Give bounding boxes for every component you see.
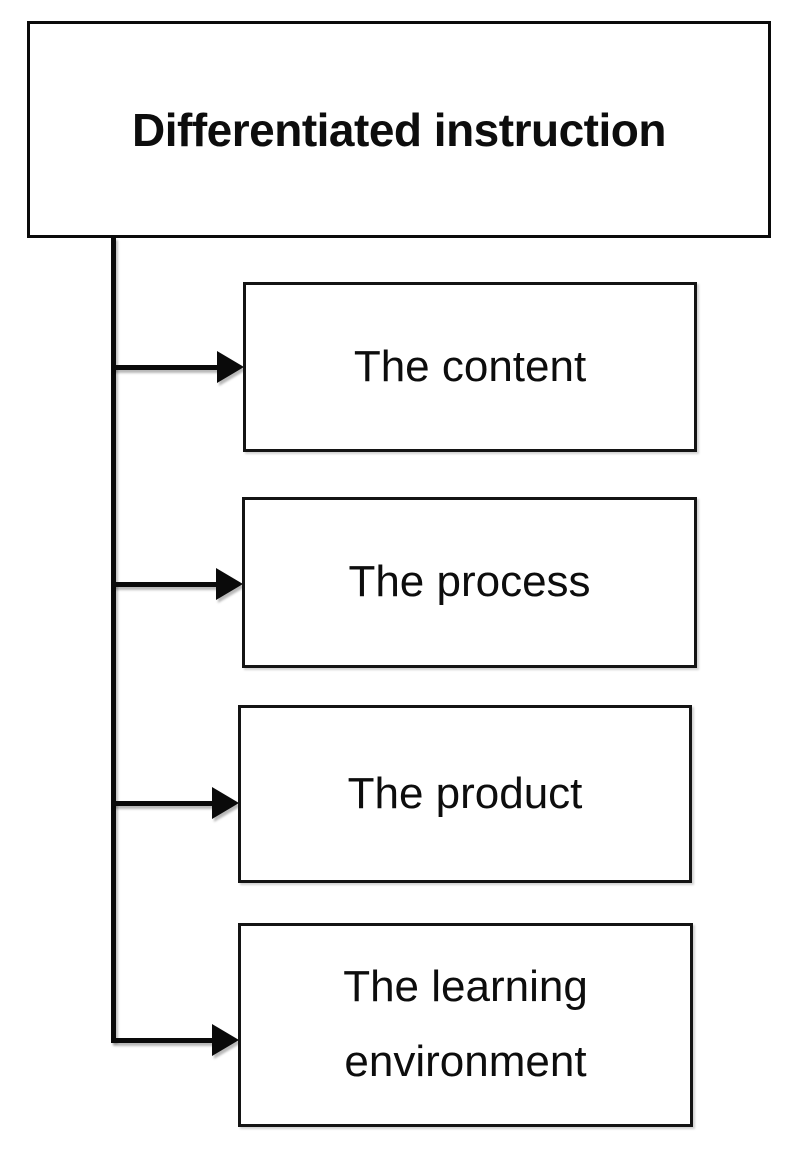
arrowhead-icon <box>216 568 243 600</box>
child-node-label: The learning environment <box>343 962 588 1086</box>
arrow-shaft <box>111 582 217 587</box>
arrowhead-icon <box>217 351 244 383</box>
child-node-label: The product <box>347 768 583 818</box>
child-node-label: The content <box>353 341 587 391</box>
arrowhead-icon <box>212 1024 239 1056</box>
root-node-label: Differentiated instruction <box>132 103 666 156</box>
child-node-label: The process <box>348 557 591 607</box>
arrow-shaft <box>111 1038 213 1043</box>
child-node-process: The process <box>242 497 697 668</box>
arrowhead-icon <box>212 787 239 819</box>
child-node-content: The content <box>243 282 697 452</box>
arrow-shaft <box>111 801 213 806</box>
child-node-learning-environment: The learning environment <box>238 923 693 1127</box>
connector-trunk-line <box>111 238 116 1042</box>
child-node-product: The product <box>238 705 692 883</box>
arrow-shaft <box>111 365 218 370</box>
root-node-differentiated-instruction: Differentiated instruction <box>27 21 771 238</box>
